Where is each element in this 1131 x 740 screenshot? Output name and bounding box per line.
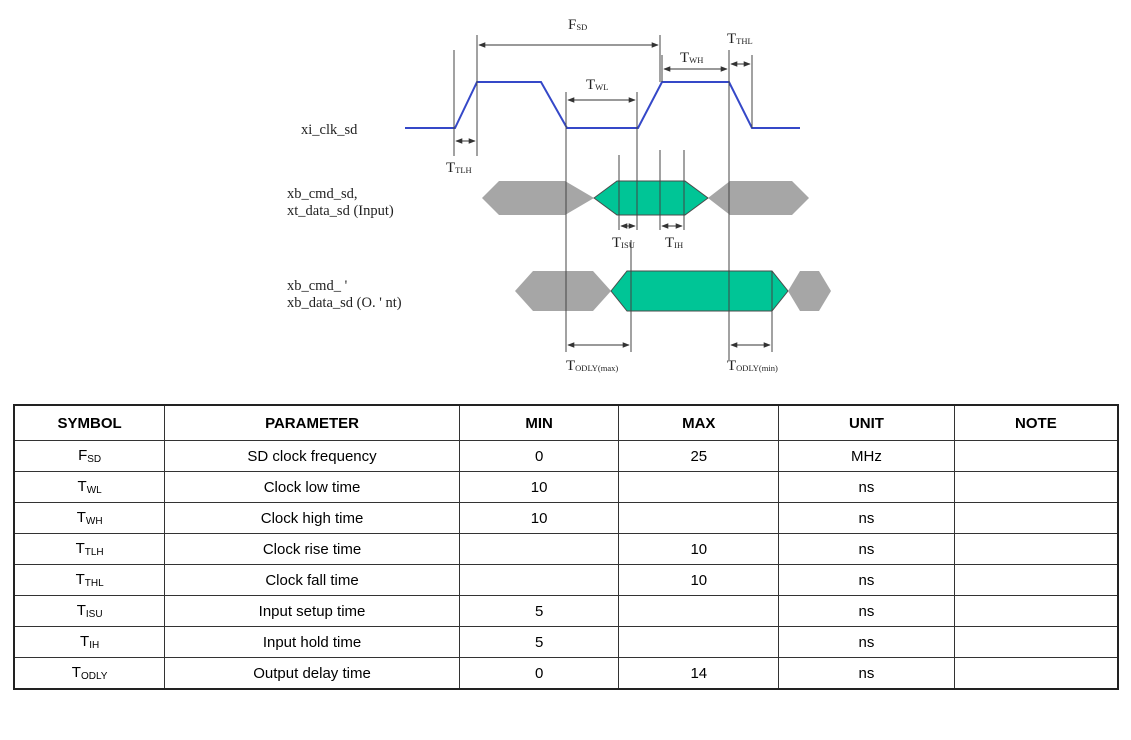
label-todly-max: TODLY(max) xyxy=(566,358,618,374)
output-bus-invalid-right xyxy=(788,271,831,311)
header-unit: UNIT xyxy=(778,404,955,441)
cell-note xyxy=(953,564,1119,596)
input-bus-invalid-left xyxy=(482,181,594,215)
cell-parameter: Clock low time xyxy=(164,471,460,503)
label-tthl: TTHL xyxy=(727,31,753,47)
cell-max xyxy=(618,502,780,534)
table-row: TWH Clock high time 10 ns xyxy=(13,502,1119,534)
output-bus-invalid-left xyxy=(515,271,611,311)
signal-label-input-line1: xb_cmd_sd, xyxy=(287,186,357,202)
cell-max xyxy=(618,626,780,658)
cell-parameter: SD clock frequency xyxy=(164,440,460,472)
cell-note xyxy=(953,533,1119,565)
label-twh: TWH xyxy=(680,50,703,66)
cell-unit: ns xyxy=(778,471,955,503)
cell-symbol: FSD xyxy=(13,440,166,472)
cell-max: 25 xyxy=(618,440,780,472)
header-note: NOTE xyxy=(953,404,1119,441)
cell-symbol: TTLH xyxy=(13,533,166,565)
cell-symbol: TIH xyxy=(13,626,166,658)
cell-note xyxy=(953,657,1119,690)
cell-symbol: TWL xyxy=(13,471,166,503)
cell-min: 0 xyxy=(458,440,620,472)
output-bus-valid xyxy=(610,270,789,312)
cell-symbol: TWH xyxy=(13,502,166,534)
cell-parameter: Clock fall time xyxy=(164,564,460,596)
signal-label-output-line1: xb_cmd_ ' xyxy=(287,278,347,294)
cell-note xyxy=(953,471,1119,503)
header-min: MIN xyxy=(458,404,620,441)
label-tisu: TISU xyxy=(612,235,635,251)
cell-max: 10 xyxy=(618,533,780,565)
label-twl: TWL xyxy=(586,77,608,93)
label-ttlh: TTLH xyxy=(446,160,472,176)
cell-unit: ns xyxy=(778,595,955,627)
cell-unit: ns xyxy=(778,626,955,658)
reference-lines xyxy=(453,35,773,360)
cell-unit: ns xyxy=(778,564,955,596)
cell-min xyxy=(458,564,620,596)
input-bus-invalid-right xyxy=(708,181,809,215)
cell-max: 10 xyxy=(618,564,780,596)
cell-parameter: Input hold time xyxy=(164,626,460,658)
label-fsd: FSD xyxy=(568,17,587,33)
cell-note xyxy=(953,626,1119,658)
table-row: TISU Input setup time 5 ns xyxy=(13,595,1119,627)
signal-label-input-line2: xt_data_sd (Input) xyxy=(287,203,394,219)
cell-max xyxy=(618,595,780,627)
cell-unit: ns xyxy=(778,533,955,565)
table-row: FSD SD clock frequency 0 25 MHz xyxy=(13,440,1119,472)
input-bus-valid xyxy=(593,180,709,216)
cell-symbol: TTHL xyxy=(13,564,166,596)
cell-min: 5 xyxy=(458,595,620,627)
timing-spec-table: SYMBOL PARAMETER MIN MAX UNIT NOTE FSD S… xyxy=(13,404,1119,690)
timing-diagram: xi_clk_sd xb_cmd_sd, xt_data_sd (Input) … xyxy=(287,17,831,374)
cell-symbol: TISU xyxy=(13,595,166,627)
cell-max xyxy=(618,471,780,503)
cell-max: 14 xyxy=(618,657,780,690)
table-row: TTLH Clock rise time 10 ns xyxy=(13,533,1119,565)
header-parameter: PARAMETER xyxy=(164,404,460,441)
table-row: TODLY Output delay time 0 14 ns xyxy=(13,657,1119,690)
clock-waveform xyxy=(405,81,800,129)
label-todly-min: TODLY(min) xyxy=(727,358,778,374)
signal-label-output-line2: xb_data_sd (O. ' nt) xyxy=(287,295,402,311)
header-max: MAX xyxy=(618,404,780,441)
cell-min: 10 xyxy=(458,471,620,503)
cell-unit: ns xyxy=(778,502,955,534)
cell-parameter: Clock high time xyxy=(164,502,460,534)
dimension-arrows xyxy=(455,42,771,348)
cell-symbol: TODLY xyxy=(13,657,166,690)
table-row: TWL Clock low time 10 ns xyxy=(13,471,1119,503)
cell-parameter: Output delay time xyxy=(164,657,460,690)
table-header-row: SYMBOL PARAMETER MIN MAX UNIT NOTE xyxy=(13,404,1119,441)
cell-parameter: Clock rise time xyxy=(164,533,460,565)
cell-note xyxy=(953,502,1119,534)
cell-unit: ns xyxy=(778,657,955,690)
cell-min: 5 xyxy=(458,626,620,658)
cell-note xyxy=(953,440,1119,472)
cell-min: 10 xyxy=(458,502,620,534)
table-row: TIH Input hold time 5 ns xyxy=(13,626,1119,658)
cell-min: 0 xyxy=(458,657,620,690)
cell-unit: MHz xyxy=(778,440,955,472)
cell-min xyxy=(458,533,620,565)
signal-label-clock: xi_clk_sd xyxy=(301,122,358,138)
label-tih: TIH xyxy=(665,235,683,251)
table-row: TTHL Clock fall time 10 ns xyxy=(13,564,1119,596)
header-symbol: SYMBOL xyxy=(13,404,166,441)
cell-parameter: Input setup time xyxy=(164,595,460,627)
cell-note xyxy=(953,595,1119,627)
